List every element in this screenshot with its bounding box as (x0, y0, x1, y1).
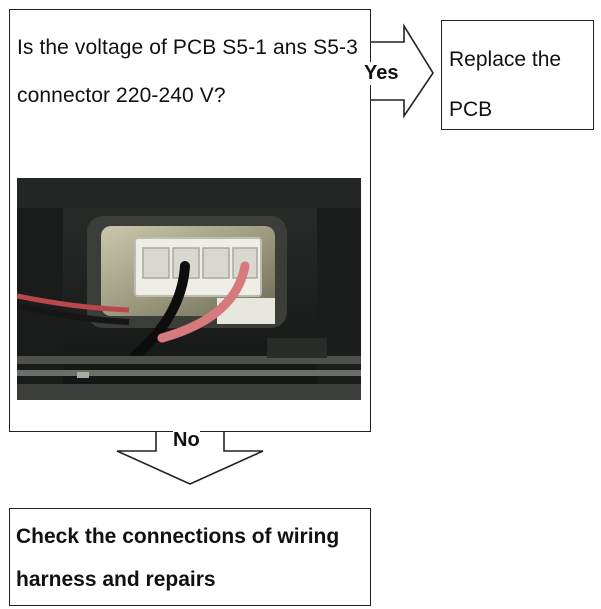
pcb-connector-photo (17, 178, 361, 400)
yes-arrow (371, 23, 434, 119)
no-label: No (173, 429, 200, 452)
yes-label: Yes (363, 62, 400, 85)
question-text: Is the voltage of PCB S5-1 ans S5-3 conn… (17, 36, 358, 107)
no-action-box: Check the connections of wiring harness … (9, 508, 371, 606)
yes-action-text: Replace the PCB (449, 48, 562, 121)
no-arrow (116, 432, 264, 485)
question-box: Is the voltage of PCB S5-1 ans S5-3 conn… (9, 9, 371, 432)
yes-action-box: Replace the PCB (441, 20, 594, 130)
no-action-text: Check the connections of wiring harness … (16, 525, 340, 591)
